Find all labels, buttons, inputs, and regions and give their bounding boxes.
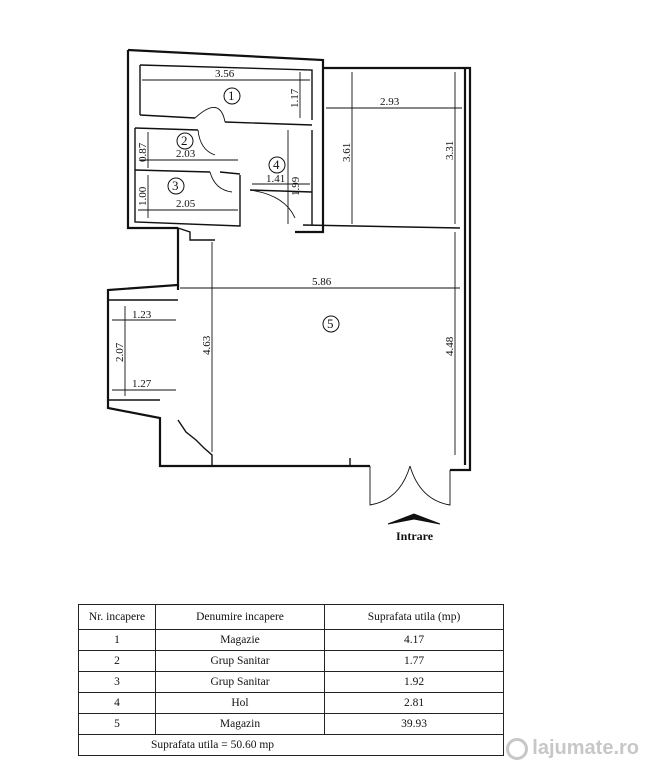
dim-4-63: 4.63 [201, 335, 213, 355]
cell-room-number: 1 [78, 629, 156, 651]
area-table: Nr. incapere Denumire incapere Suprafata… [78, 604, 504, 756]
table-total-row: Suprafata utila = 50.60 mp [78, 734, 504, 756]
dimension-labels: 3.56 1.17 2.93 3.61 3.31 0.87 2.03 1.41 … [114, 68, 456, 390]
cell-area: 1.77 [324, 650, 504, 672]
header-room-name: Denumire incapere [155, 604, 325, 630]
dim-1-41: 1.41 [266, 173, 285, 185]
room-markers: 1 2 3 4 5 [167, 87, 340, 333]
dim-1-00: 1.00 [137, 186, 149, 206]
dim-5-86: 5.86 [312, 276, 332, 288]
header-room-number: Nr. incapere [78, 604, 156, 630]
dim-3-56: 3.56 [215, 68, 235, 80]
cell-room-name: Grup Sanitar [155, 650, 325, 672]
cell-room-name: Grup Sanitar [155, 671, 325, 693]
table-header-row: Nr. incapere Denumire incapere Suprafata… [78, 604, 504, 630]
dim-4-48: 4.48 [444, 336, 456, 356]
table-row: 5 Magazin 39.93 [78, 713, 504, 735]
dim-2-03: 2.03 [176, 148, 196, 160]
entrance-label: Intrare [396, 529, 434, 543]
room-number-3: 3 [172, 178, 179, 193]
cell-room-number: 3 [78, 671, 156, 693]
dim-0-87: 0.87 [137, 142, 149, 162]
watermark: lajumate.ro [506, 737, 639, 760]
floor-plan: 3.56 1.17 2.93 3.61 3.31 0.87 2.03 1.41 … [106, 48, 472, 543]
dim-1-99: 1.99 [290, 176, 302, 196]
room-number-5: 5 [327, 316, 334, 331]
cell-area: 2.81 [324, 692, 504, 714]
interior-partitions [108, 64, 461, 466]
dim-1-17: 1.17 [289, 88, 301, 108]
watermark-text: lajumate.ro [532, 737, 639, 759]
table-row: 1 Magazie 4.17 [78, 629, 504, 651]
entrance-door [369, 465, 411, 506]
entrance-arrow-icon [387, 513, 441, 525]
cell-room-name: Magazie [155, 629, 325, 651]
cell-room-name: Magazin [155, 713, 325, 735]
dim-2-07: 2.07 [114, 342, 126, 362]
watermark-logo-icon [506, 737, 529, 760]
cell-room-number: 4 [78, 692, 156, 714]
doors [194, 107, 451, 506]
cell-area: 4.17 [324, 629, 504, 651]
cell-room-number: 2 [78, 650, 156, 672]
dim-2-05: 2.05 [176, 198, 196, 210]
dim-1-27: 1.27 [132, 378, 152, 390]
table-row: 4 Hol 2.81 [78, 692, 504, 714]
dim-3-31: 3.31 [444, 141, 456, 160]
outer-walls [106, 48, 472, 472]
room-number-4: 4 [273, 157, 280, 172]
room-number-1: 1 [228, 88, 235, 103]
table-row: 2 Grup Sanitar 1.77 [78, 650, 504, 672]
cell-area: 1.92 [324, 671, 504, 693]
cell-area: 39.93 [324, 713, 504, 735]
header-area: Suprafata utila (mp) [324, 604, 504, 630]
cell-room-name: Hol [155, 692, 325, 714]
total-area: Suprafata utila = 50.60 mp [78, 734, 504, 756]
table-row: 3 Grup Sanitar 1.92 [78, 671, 504, 693]
dimension-lines [112, 72, 462, 455]
entrance-marker: Intrare [387, 513, 441, 543]
dim-2-93: 2.93 [380, 96, 400, 108]
room-number-2: 2 [181, 133, 188, 148]
dim-1-23: 1.23 [132, 309, 152, 321]
cell-room-number: 5 [78, 713, 156, 735]
dim-3-61: 3.61 [341, 143, 353, 162]
